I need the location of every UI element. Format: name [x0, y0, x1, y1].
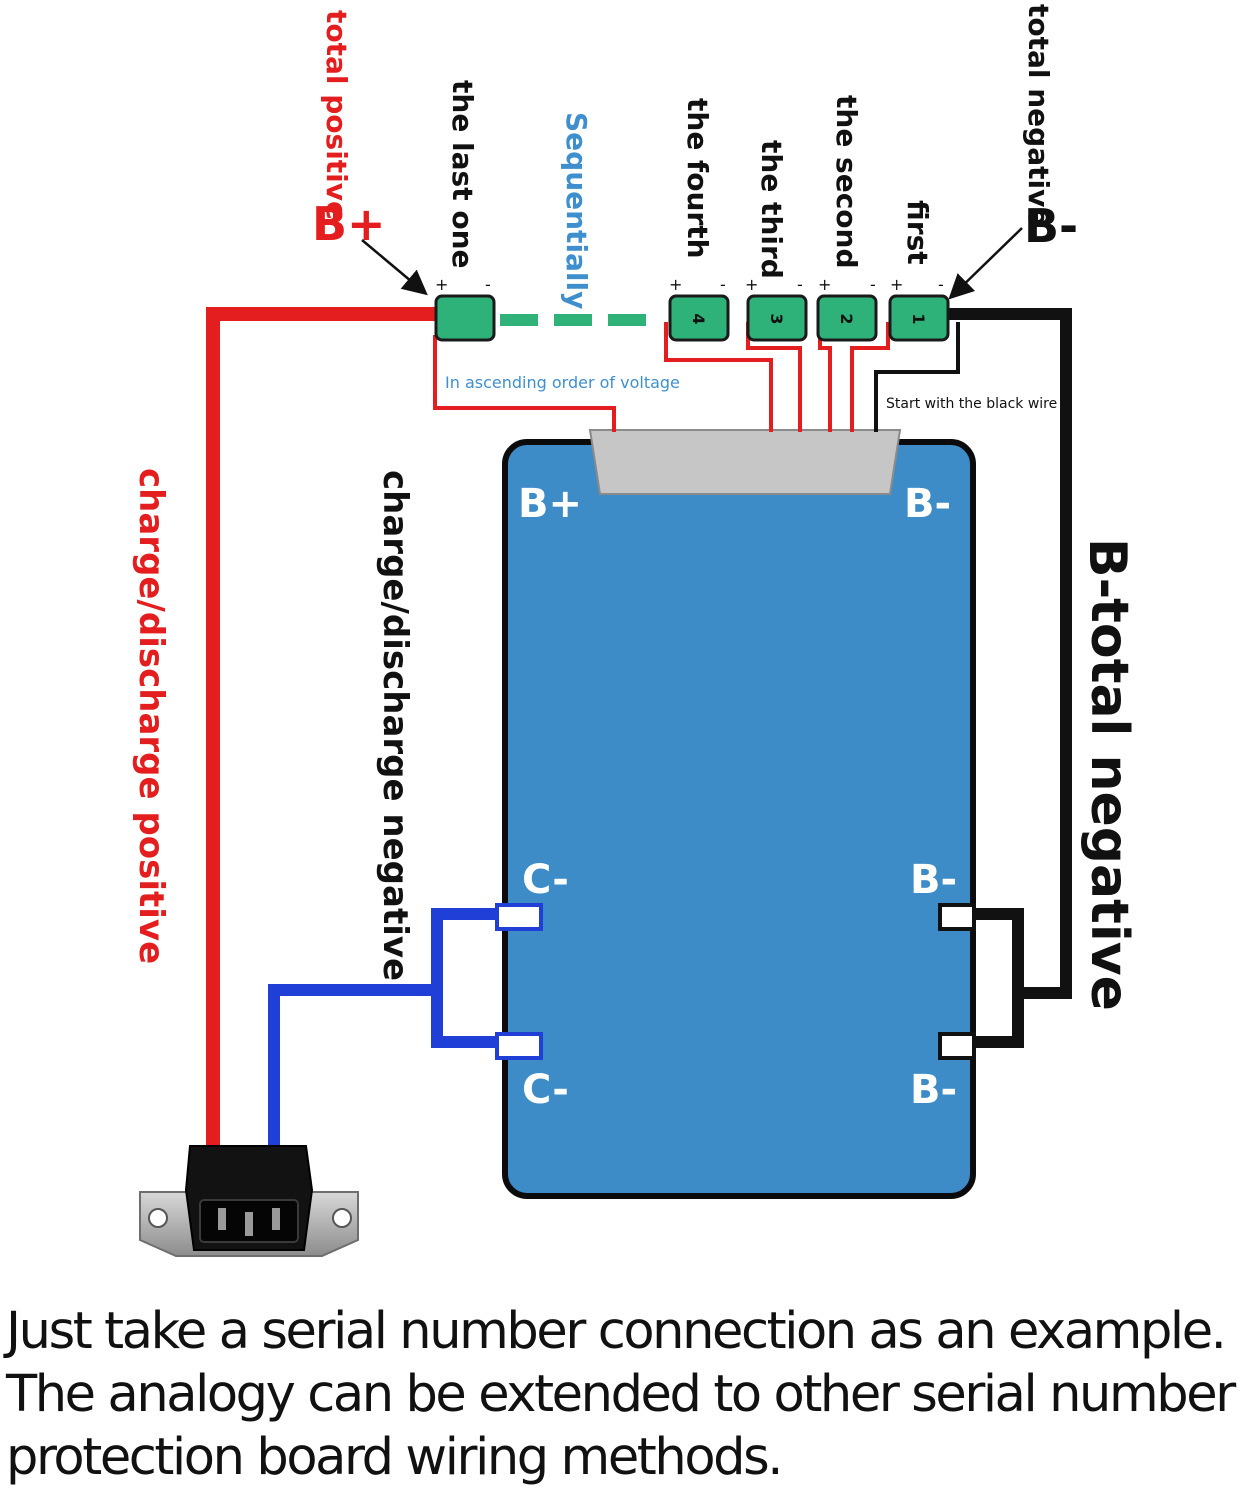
label-charge-discharge-negative: charge/discharge negative: [375, 470, 415, 981]
footer-caption: Just take a serial number connection as …: [6, 1300, 1246, 1489]
socket-screw-left: [148, 1208, 168, 1228]
socket-screw-right: [332, 1208, 352, 1228]
board-pad-b-minus-2: B-: [910, 1067, 957, 1113]
protection-board: [502, 439, 976, 1199]
blue-bridge-wire: [431, 908, 537, 1048]
red-positive-wire: [206, 307, 436, 1150]
label-charge-discharge-positive: charge/discharge positive: [131, 468, 171, 964]
cell-last-minus: -: [485, 275, 491, 294]
b-minus-tab-1: [938, 903, 976, 931]
label-sequentially: Sequentially: [560, 112, 593, 309]
footer-line-3: protection board wiring methods.: [6, 1428, 783, 1487]
black-total-negative-wire: [948, 308, 1072, 999]
footer-line-2: The analogy can be extended to other ser…: [6, 1365, 1236, 1424]
cell-2-plus: +: [818, 275, 831, 294]
label-the-last-one: the last one: [446, 80, 479, 269]
cell-4-minus: -: [720, 275, 726, 294]
label-the-third: the third: [755, 140, 788, 279]
label-first: first: [901, 200, 934, 265]
label-ascending-order: In ascending order of voltage: [445, 373, 680, 392]
b-minus-arrow: [948, 227, 1023, 300]
board-pad-b-minus-1: B-: [910, 857, 957, 903]
black-bridge-wire: [943, 908, 1024, 1048]
cell-3-minus: -: [797, 275, 803, 294]
board-pad-b-minus-top: B-: [904, 481, 951, 527]
b-plus-arrow: [361, 239, 428, 296]
label-total-negative: total negative: [1022, 4, 1055, 226]
b-minus-tab-2: [938, 1032, 976, 1060]
cell-3-number: 3: [767, 313, 786, 324]
label-b-plus: B+: [312, 197, 386, 251]
label-start-black-wire: Start with the black wire: [886, 396, 1057, 412]
c-minus-tab-1: [495, 903, 543, 931]
board-pad-b-plus: B+: [518, 481, 582, 527]
cell-2: 2 + -: [816, 275, 878, 342]
cell-1-number: 1: [909, 313, 928, 324]
label-b-minus-total-negative-text: total negative: [1079, 598, 1139, 1011]
cell-1-plus: +: [890, 275, 903, 294]
label-b-minus-total-negative-b: B-: [1077, 538, 1137, 599]
label-b-minus: B-: [1024, 199, 1078, 253]
cell-2-minus: -: [870, 275, 876, 294]
cell-1-minus: -: [938, 275, 944, 294]
label-the-second: the second: [830, 95, 863, 269]
wiring-diagram: B+ B- C- C- B- B- + - 4 + - 3 + -: [131, 4, 1139, 1257]
board-pad-c-minus-2: C-: [522, 1067, 569, 1113]
footer-line-1: Just take a serial number connection as …: [6, 1302, 1227, 1361]
cell-1: 1 + -: [888, 275, 950, 342]
power-socket: [139, 1145, 359, 1257]
board-pad-c-minus-1: C-: [522, 857, 569, 903]
cell-4: 4 + -: [668, 275, 730, 342]
cell-3-plus: +: [745, 275, 758, 294]
c-minus-tab-2: [495, 1032, 543, 1060]
balance-connector: [588, 429, 902, 495]
cell-3: 3 + -: [745, 275, 808, 342]
cell-last-plus: +: [435, 275, 448, 294]
label-the-fourth: the fourth: [681, 98, 714, 259]
cell-last: + -: [434, 275, 496, 342]
cell-4-number: 4: [689, 313, 708, 324]
cell-2-number: 2: [837, 313, 856, 324]
cell-4-plus: +: [669, 275, 682, 294]
label-total-positive: total positive: [320, 10, 353, 220]
blue-negative-wire: [268, 984, 436, 1150]
